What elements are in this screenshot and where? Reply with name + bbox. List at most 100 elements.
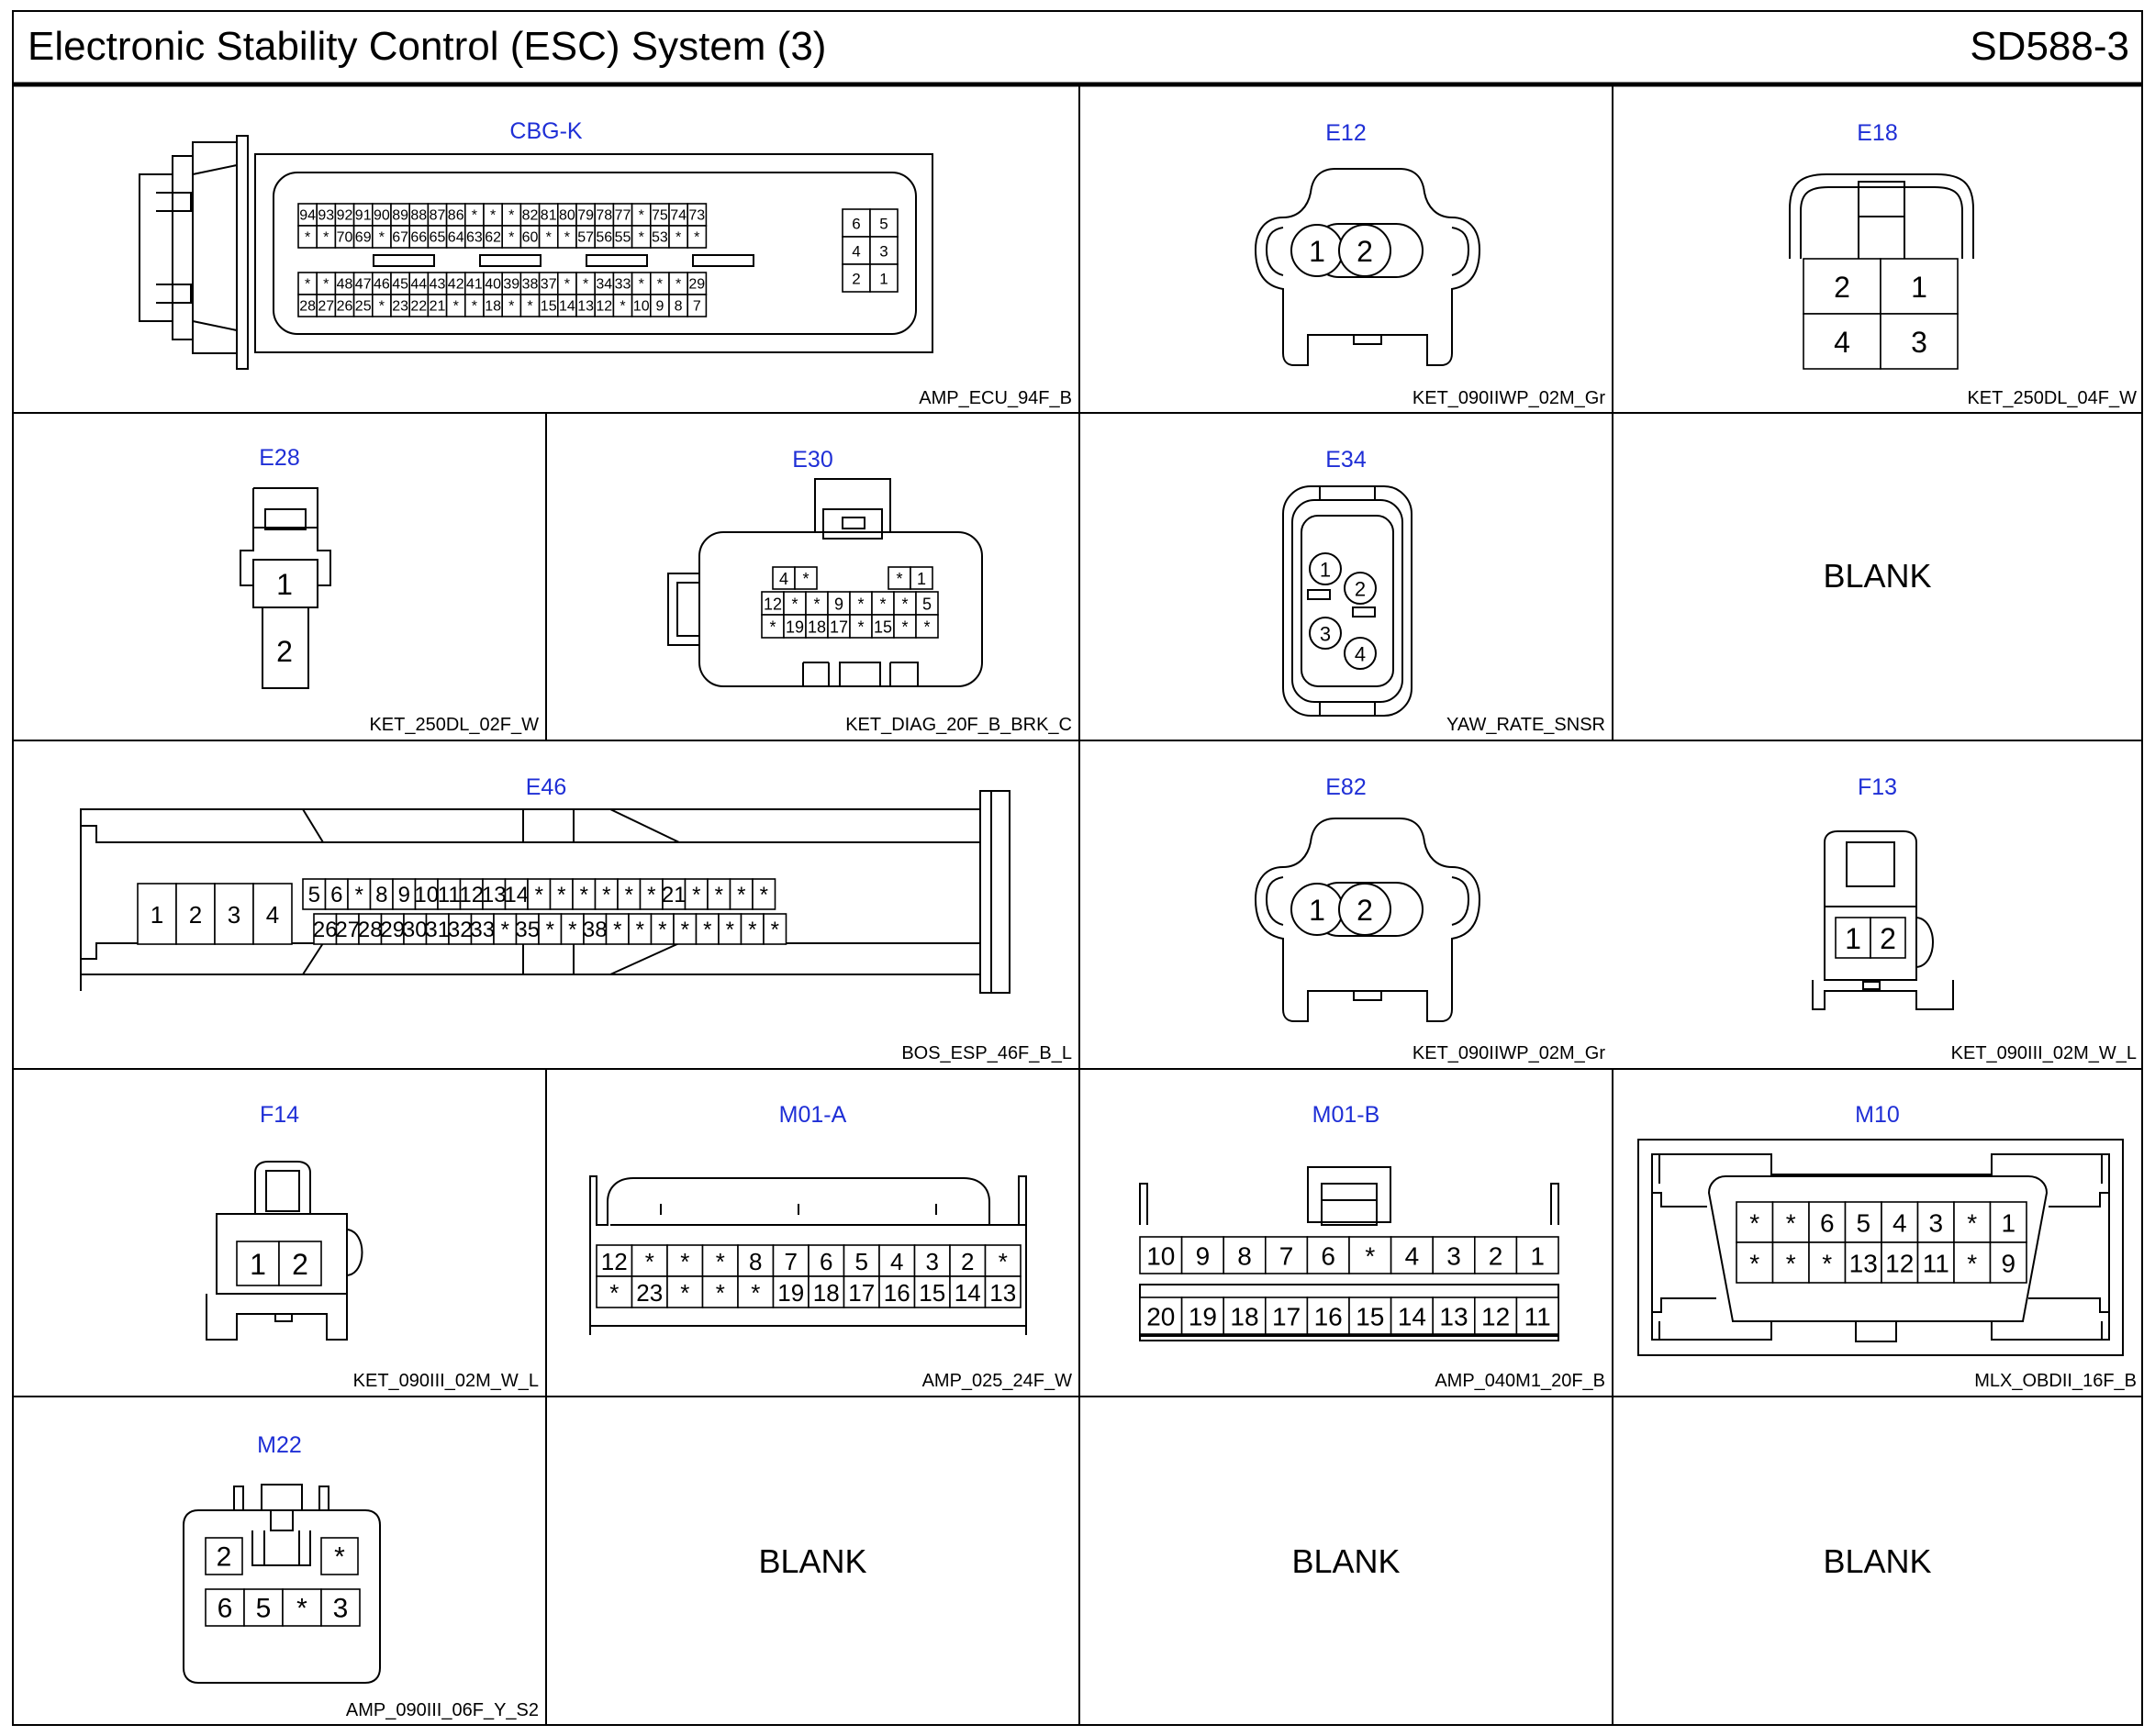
e46-bottom-cell — [695, 913, 720, 945]
e46-bottom-pin-label: 30 — [403, 918, 428, 942]
e46-top-cell — [707, 878, 731, 910]
e46-bottom-pin-label: 31 — [425, 918, 450, 942]
e46-top-pin-label: 21 — [662, 883, 687, 907]
m01a-cell — [596, 1244, 633, 1277]
e46-top-cell — [684, 878, 709, 910]
m01a-pin-label: * — [999, 1248, 1008, 1275]
e46-top-pin-label: * — [535, 883, 543, 907]
e30-cell — [805, 591, 829, 616]
m10-connector — [1637, 1139, 2124, 1356]
e30-top-right-pin-label: * — [896, 570, 902, 588]
e30-cell — [783, 591, 807, 616]
m01b-pin-label: 9 — [1196, 1242, 1211, 1271]
cbgk-a-pin-label: 77 — [615, 208, 631, 224]
connector-part-m22: AMP_090III_06F_Y_S2 — [345, 1700, 539, 1720]
e46-top-pin-label: 12 — [459, 883, 484, 907]
cbgk-b-pin-label: 47 — [355, 277, 372, 293]
e30-cell — [761, 614, 785, 639]
connector-part-m01b: AMP_040M1_20F_B — [1435, 1371, 1605, 1391]
e30-pin-label: 18 — [808, 618, 826, 637]
m01a-cell — [737, 1244, 775, 1277]
cbgk-c-cell — [869, 208, 899, 238]
e46-top-pin-label: * — [557, 883, 565, 907]
m01a-connector — [589, 1175, 1027, 1335]
m01b-pin-label: 8 — [1237, 1242, 1252, 1271]
m01b-row2-cell — [1515, 1296, 1559, 1335]
cbgk-c-cell — [869, 263, 899, 293]
cbgk-b-pin-label: * — [583, 277, 588, 293]
m22-bottom-cell — [243, 1588, 284, 1627]
m01a-cell — [666, 1275, 704, 1308]
cbgk-b-pin-label: 15 — [541, 299, 557, 315]
cbgk-b-pin-label: * — [676, 277, 681, 293]
cbgk-b-pin-label: 41 — [466, 277, 483, 293]
connector-name-f13: F13 — [1857, 774, 1898, 800]
cbgk-a-pin-label: 91 — [355, 208, 372, 224]
cbgk-b-pin-label: 10 — [633, 299, 650, 315]
e46-left-pin-label: 2 — [189, 901, 202, 929]
m01a-pin-label: 6 — [820, 1248, 832, 1275]
m10-cell — [1916, 1201, 1955, 1243]
e46-bottom-cell — [380, 913, 405, 945]
m10-pin-label: * — [1786, 1209, 1796, 1238]
cbgk-b-pin-label: * — [508, 299, 514, 315]
e34-pin-label: 4 — [1355, 643, 1366, 666]
e82-connector — [1254, 818, 1481, 1022]
m22-bottom-pin-label: * — [296, 1594, 307, 1624]
m10-cell — [1771, 1241, 1810, 1284]
e46-left-pin-label: 4 — [266, 901, 279, 929]
cbgk-a-pin-label: 86 — [448, 208, 464, 224]
e12-pin-label: 2 — [1357, 235, 1373, 268]
m01a-pin-label: * — [751, 1279, 760, 1307]
cbgk-b-pin-label: 45 — [392, 277, 408, 293]
m01a-pin-label: 19 — [777, 1279, 804, 1307]
cbgk-a-pin-label: * — [676, 230, 681, 246]
e30-top-left-pin-label: 4 — [779, 570, 788, 588]
e46-bottom-pin-label: 38 — [583, 918, 608, 942]
cbgk-b-pin-label: 13 — [577, 299, 594, 315]
cbgk-b-pin-label: 39 — [503, 277, 519, 293]
e30-pin-label: 15 — [874, 618, 892, 637]
e30-pin-label: * — [857, 595, 864, 614]
e30-cell — [805, 614, 829, 639]
cbgk-b-cell — [687, 294, 708, 317]
cbgk-b-pin-label: 9 — [655, 299, 664, 315]
m22-top-cell — [320, 1537, 359, 1575]
e46-top-pin-label: 10 — [414, 883, 439, 907]
e46-bottom-pin-label: * — [501, 918, 509, 942]
e46-bottom-pin-label: * — [546, 918, 554, 942]
cbgk-a-pin-label: 80 — [559, 208, 575, 224]
e46-bottom-cell — [470, 913, 495, 945]
cbgk-a-pin-label: 93 — [318, 208, 334, 224]
cbgk-b-pin-label: 14 — [559, 299, 575, 315]
cbgk-b-pin-label: 48 — [337, 277, 353, 293]
cbgk-a-pin-label: 89 — [392, 208, 408, 224]
e46-top-pin-label: 5 — [308, 883, 320, 907]
m10-cell — [1844, 1241, 1882, 1284]
m10-pin-label: 9 — [2001, 1250, 2015, 1278]
cbgk-a-pin-label: 92 — [337, 208, 353, 224]
cbgk-a-pin-label: * — [639, 208, 644, 224]
m01b-cell — [1139, 1236, 1183, 1274]
e34-pin-circle — [1344, 637, 1377, 670]
cbgk-a-pin-label: 55 — [615, 230, 631, 246]
f13-cell — [1870, 917, 1906, 959]
e28-pin-label: 1 — [276, 568, 293, 601]
f13-cell — [1835, 917, 1871, 959]
e46-bottom-cell — [605, 913, 630, 945]
m01b-cell — [1223, 1236, 1267, 1274]
m01a-pin-label: * — [645, 1248, 654, 1275]
connector-name-e28: E28 — [259, 445, 300, 471]
m01a-cell — [772, 1275, 810, 1308]
e46-top-pin-label: * — [580, 883, 588, 907]
e46-top-pin-label: * — [647, 883, 655, 907]
blank-cell-row5-a: BLANK — [758, 1542, 867, 1580]
e46-left-cell — [175, 883, 216, 945]
e34-connector — [1282, 485, 1412, 717]
